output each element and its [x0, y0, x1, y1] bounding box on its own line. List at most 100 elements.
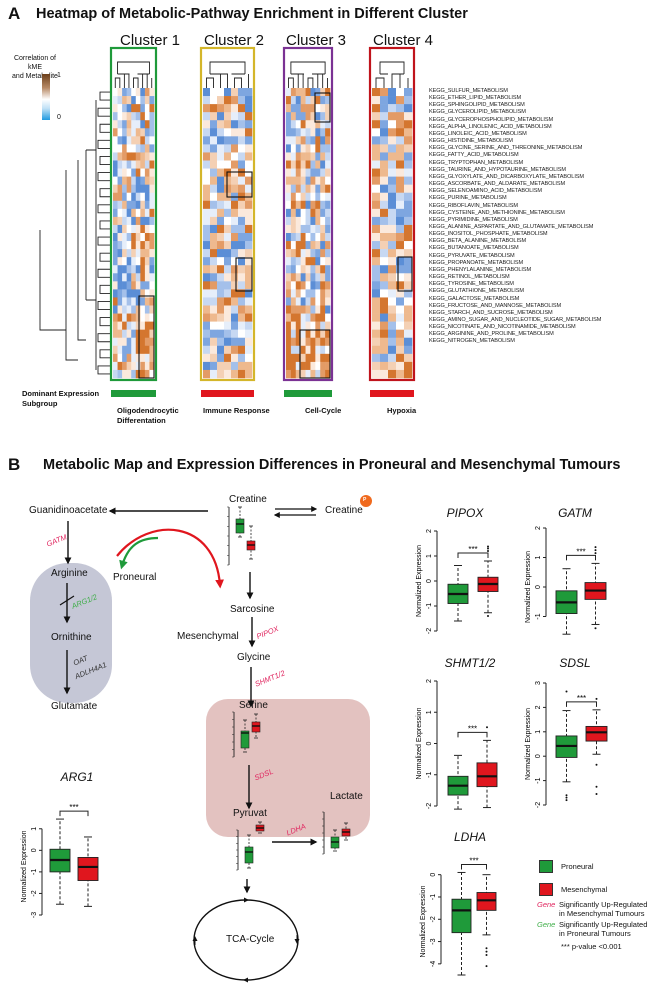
heatmap-cell	[126, 265, 132, 274]
heatmap-cell	[231, 233, 239, 242]
heatmap-cell	[396, 128, 405, 137]
heatmap-cell	[149, 88, 155, 97]
heatmap-cell	[144, 224, 150, 234]
heatmap-cell	[286, 144, 292, 153]
heatmap-cell	[217, 249, 225, 258]
heatmap-cell	[224, 120, 232, 129]
outlier-point	[565, 794, 568, 797]
heatmap-cell	[290, 297, 297, 306]
heatmap-cell	[231, 168, 239, 177]
heatmap-cell	[238, 152, 246, 161]
heatmap-cell	[135, 152, 141, 161]
mini-box	[244, 846, 254, 864]
heatmap-cell	[300, 160, 306, 169]
heatmap-cell	[315, 216, 321, 226]
heatmap-cell	[203, 160, 211, 169]
pathway-label: KEGG_PROPANOATE_METABOLISM	[429, 259, 524, 266]
heatmap-cell	[210, 369, 218, 379]
heatmap-cell	[320, 281, 326, 290]
heatmap-cell	[131, 160, 137, 169]
heatmap-cell	[144, 289, 150, 298]
heatmap-cell	[325, 96, 331, 105]
heatmap-cell	[126, 345, 132, 355]
heatmap-cell	[310, 281, 316, 290]
heatmap-cell	[310, 353, 316, 363]
heatmap-cell	[305, 313, 311, 322]
outlier-point	[487, 615, 489, 617]
heatmap-cell	[300, 168, 306, 177]
heatmap-cell	[210, 96, 218, 105]
heatmap-cell	[224, 281, 232, 290]
heatmap-cell	[149, 321, 155, 330]
heatmap-cell	[149, 208, 155, 218]
heatmap-cell	[290, 337, 297, 347]
heatmap-cell	[320, 104, 326, 113]
heatmap-cell	[238, 128, 246, 137]
heatmap-cell	[388, 281, 397, 290]
heatmap-cell	[126, 337, 132, 347]
heatmap-cell	[122, 273, 127, 282]
heatmap-cell	[122, 369, 127, 379]
heatmap-cell	[113, 281, 118, 290]
heatmap-cell	[380, 224, 389, 234]
heatmap-cell	[404, 224, 413, 234]
heatmap-cell	[140, 289, 146, 298]
heatmap-cell	[396, 192, 405, 202]
metabolite-phosphocreatine: Creatine	[325, 505, 363, 516]
heatmap-cell	[117, 128, 123, 137]
y-axis-label: Normalized Expression	[525, 551, 532, 623]
heatmap-cell	[217, 305, 225, 314]
mini-box	[240, 730, 250, 749]
heatmap-cell	[131, 289, 137, 298]
heatmap-cell	[315, 200, 321, 210]
heatmap-cell	[144, 241, 150, 250]
heatmap-cell	[131, 345, 137, 355]
heatmap-cell	[325, 176, 331, 185]
heatmap-cell	[210, 353, 218, 363]
heatmap-cell	[404, 216, 413, 226]
heatmap-cell	[144, 281, 150, 290]
heatmap-cell	[122, 112, 127, 121]
heatmap-cell	[149, 104, 155, 113]
heatmap-cell	[149, 273, 155, 282]
heatmap-cell	[113, 112, 118, 121]
heatmap-cell	[320, 233, 326, 242]
legend-mes-line2: in Mesenchymal Tumours	[559, 909, 645, 918]
heatmap-cell	[210, 345, 218, 355]
heatmap-cell	[131, 249, 137, 258]
heatmap-cell	[290, 369, 297, 379]
heatmap-cell	[217, 329, 225, 339]
heatmap-cell	[396, 361, 405, 371]
heatmap-cell	[380, 184, 389, 194]
y-tick-label: 0	[430, 873, 437, 877]
heatmap-cell	[380, 273, 389, 282]
heatmap-cell	[210, 289, 218, 298]
heatmap-cell	[310, 321, 316, 330]
heatmap-cell	[305, 273, 311, 282]
heatmap-cell	[286, 265, 292, 274]
heatmap-cell	[286, 337, 292, 347]
heatmap-cell	[388, 289, 397, 298]
heatmap-cell	[404, 184, 413, 194]
heatmap-cell	[310, 305, 316, 314]
heatmap-cell	[113, 249, 118, 258]
metabolite-glutamate: Glutamate	[51, 701, 98, 712]
heatmap-cell	[203, 305, 211, 314]
y-axis-label: Normalized Expression	[21, 830, 28, 902]
heatmap-cell	[286, 329, 292, 339]
heatmap-cell	[131, 152, 137, 161]
heatmap-cell	[113, 128, 118, 137]
significance-bracket	[457, 731, 488, 738]
pathway-label: KEGG_SELENOAMINO_ACID_METABOLISM	[429, 188, 542, 195]
heatmap-cell	[286, 257, 292, 266]
heatmap-cell	[122, 233, 127, 242]
heatmap-cell	[238, 160, 246, 169]
heatmap-cell	[372, 257, 381, 266]
heatmap-cell	[310, 176, 316, 185]
heatmap-cell	[149, 96, 155, 105]
significance-bracket	[457, 552, 489, 558]
heatmap-cell	[310, 249, 316, 258]
heatmap-cell	[113, 345, 118, 355]
heatmap-cell	[203, 265, 211, 274]
heatmap-cell	[286, 88, 292, 97]
